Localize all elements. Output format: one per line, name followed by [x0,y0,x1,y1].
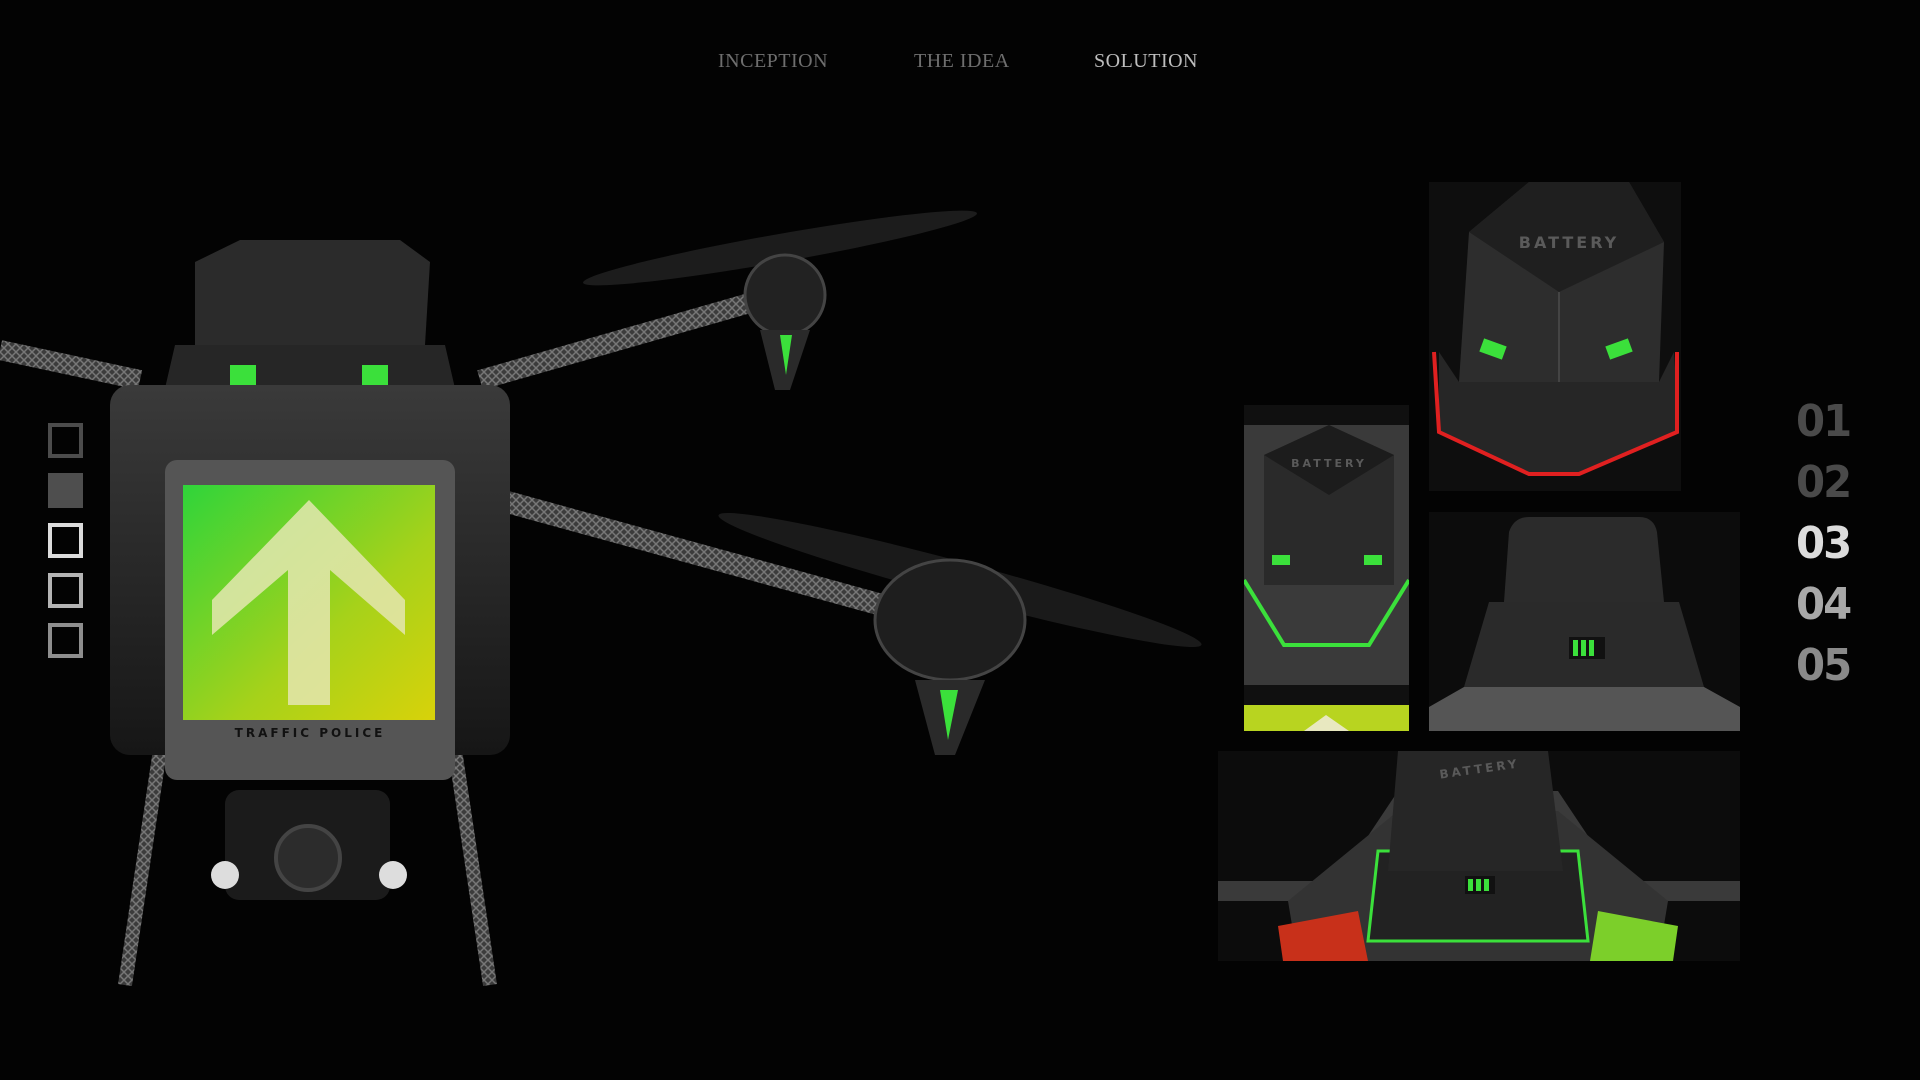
thumbnail-battery-top[interactable]: BATTERY [1218,751,1740,961]
section-number-04[interactable]: 04 [1796,579,1852,630]
battery-label: BATTERY [1519,233,1620,252]
battery-render [1429,512,1740,731]
section-number-05[interactable]: 05 [1796,640,1852,691]
section-number-03[interactable]: 03 [1796,518,1852,569]
arrow-up-icon [212,500,405,705]
arm [497,489,903,621]
arm [477,290,763,390]
nav-inception[interactable]: INCEPTION [718,50,829,72]
battery-render: BATTERY [1218,751,1740,961]
thumbnail-battery-front[interactable] [1429,512,1740,731]
battery-render: BATTERY [1429,182,1681,491]
slide-indicator-5[interactable] [48,623,83,658]
motor [873,558,1027,682]
arm [0,340,143,390]
slide-indicator-2[interactable] [48,473,83,508]
camera-lens [274,824,342,892]
nav-the-idea[interactable]: THE IDEA [914,50,1010,72]
thumbnail-battery-red[interactable]: BATTERY [1429,182,1681,491]
slide-indicator-3-active[interactable] [48,523,83,558]
section-number-02[interactable]: 02 [1796,457,1852,508]
propeller-blur [583,210,977,286]
nav-solution[interactable]: SOLUTION [1094,50,1198,72]
thumbnail-battery-green[interactable]: BATTERY [1244,405,1409,731]
battery-render: BATTERY [1244,405,1409,731]
panel-label: TRAFFIC POLICE [235,726,386,740]
slide-indicator-4[interactable] [48,573,83,608]
top-nav: INCEPTION THE IDEA SOLUTION [0,50,1920,82]
battery-label: BATTERY [1291,457,1367,470]
motor [743,253,827,337]
section-number-01[interactable]: 01 [1796,396,1852,447]
slide-indicator-1[interactable] [48,423,83,458]
